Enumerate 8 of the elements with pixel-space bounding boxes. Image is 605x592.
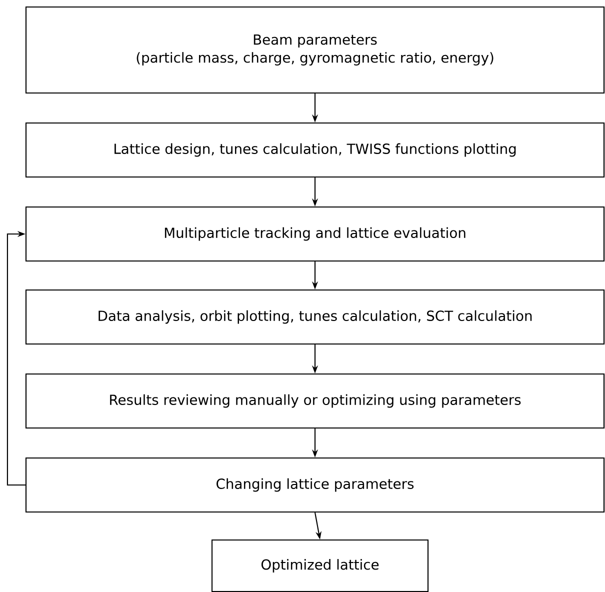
process-box: Changing lattice parameters	[25, 457, 605, 513]
process-box: Optimized lattice	[211, 539, 429, 592]
process-box: Data analysis, orbit plotting, tunes calculation, SCT calculation	[25, 289, 605, 345]
arrow	[6, 230, 26, 486]
process-box: Multiparticle tracking and lattice evaluation	[25, 206, 605, 262]
process-box: Results reviewing manually or optimizing using parameters	[25, 373, 605, 429]
process-box: Lattice design, tunes calculation, TWISS functions plotting	[25, 122, 605, 178]
process-box: Beam parameters (particle mass, charge, gyromagnetic ratio, energy)	[25, 6, 605, 94]
